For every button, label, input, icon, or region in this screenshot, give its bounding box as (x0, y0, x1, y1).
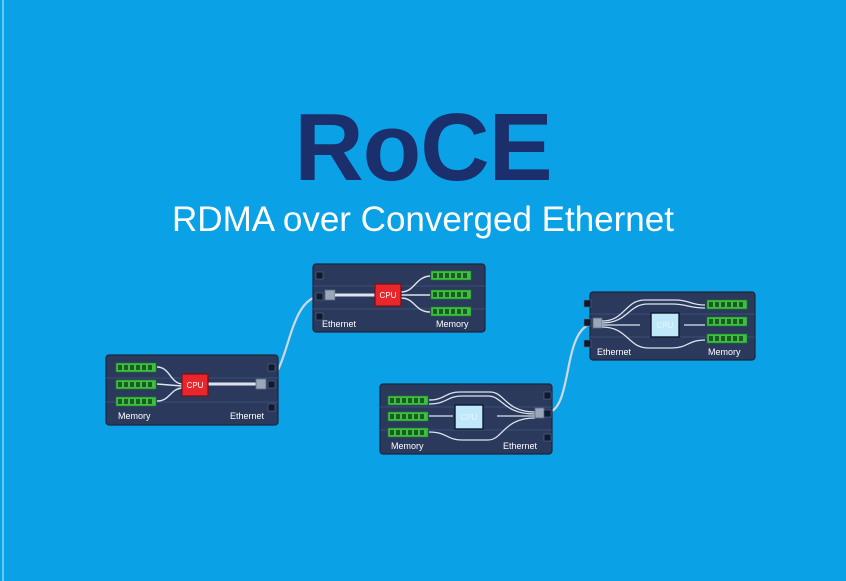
cpu-chip-icon (181, 373, 209, 397)
ethernet-port-icon (583, 339, 592, 348)
ethernet-port-icon (543, 409, 552, 418)
left-edge-line (2, 0, 4, 581)
server-right-2: CPU Ethernet Memory (583, 291, 756, 361)
memory-label: Memory (436, 319, 469, 329)
memory-label: Memory (118, 411, 151, 421)
ethernet-label: Ethernet (597, 347, 632, 357)
memory-module-icon (706, 299, 748, 310)
server-left-2: CPU Ethernet Memory (312, 263, 486, 333)
server-right-1: CPU Memory Ethernet (379, 383, 553, 455)
cpu-label: CPU (187, 381, 204, 390)
memory-module-icon (430, 270, 472, 281)
cpu-label: CPU (657, 321, 674, 330)
memory-module-icon (387, 427, 429, 438)
server-left-1: CPU Memory Ethernet (105, 354, 279, 426)
memory-label: Memory (708, 347, 741, 357)
ethernet-port-icon (315, 271, 324, 280)
cpu-chip-icon (650, 312, 680, 338)
memory-module-icon (387, 411, 429, 422)
page-title: RoCE (294, 94, 552, 201)
ethernet-port-icon (267, 363, 276, 372)
ethernet-connector-icon (324, 289, 336, 301)
memory-module-icon (387, 395, 429, 406)
memory-module-icon (115, 396, 157, 407)
memory-module-icon (706, 333, 748, 344)
ethernet-port-icon (315, 292, 324, 301)
ethernet-connector-icon (592, 317, 603, 329)
memory-label: Memory (391, 441, 424, 451)
ethernet-label: Ethernet (503, 441, 538, 451)
memory-module-icon (430, 306, 472, 317)
ethernet-cable-right (544, 321, 596, 415)
cpu-label: CPU (461, 413, 478, 422)
ethernet-port-icon (583, 299, 592, 308)
ethernet-port-icon (583, 318, 592, 327)
ethernet-label: Ethernet (322, 319, 357, 329)
ethernet-port-icon (267, 380, 276, 389)
cpu-chip-icon (374, 283, 402, 307)
ethernet-port-icon (267, 403, 276, 412)
ethernet-label: Ethernet (230, 411, 265, 421)
cpu-chip-icon (454, 404, 484, 430)
page-subtitle: RDMA over Converged Ethernet (172, 200, 674, 239)
cpu-label: CPU (380, 291, 397, 300)
ethernet-port-icon (543, 433, 552, 442)
ethernet-port-icon (543, 391, 552, 400)
memory-module-icon (706, 316, 748, 327)
memory-module-icon (115, 379, 157, 390)
ethernet-connector-icon (534, 407, 545, 419)
memory-module-icon (430, 289, 472, 300)
ethernet-connector-icon (255, 378, 267, 390)
memory-module-icon (115, 362, 157, 373)
